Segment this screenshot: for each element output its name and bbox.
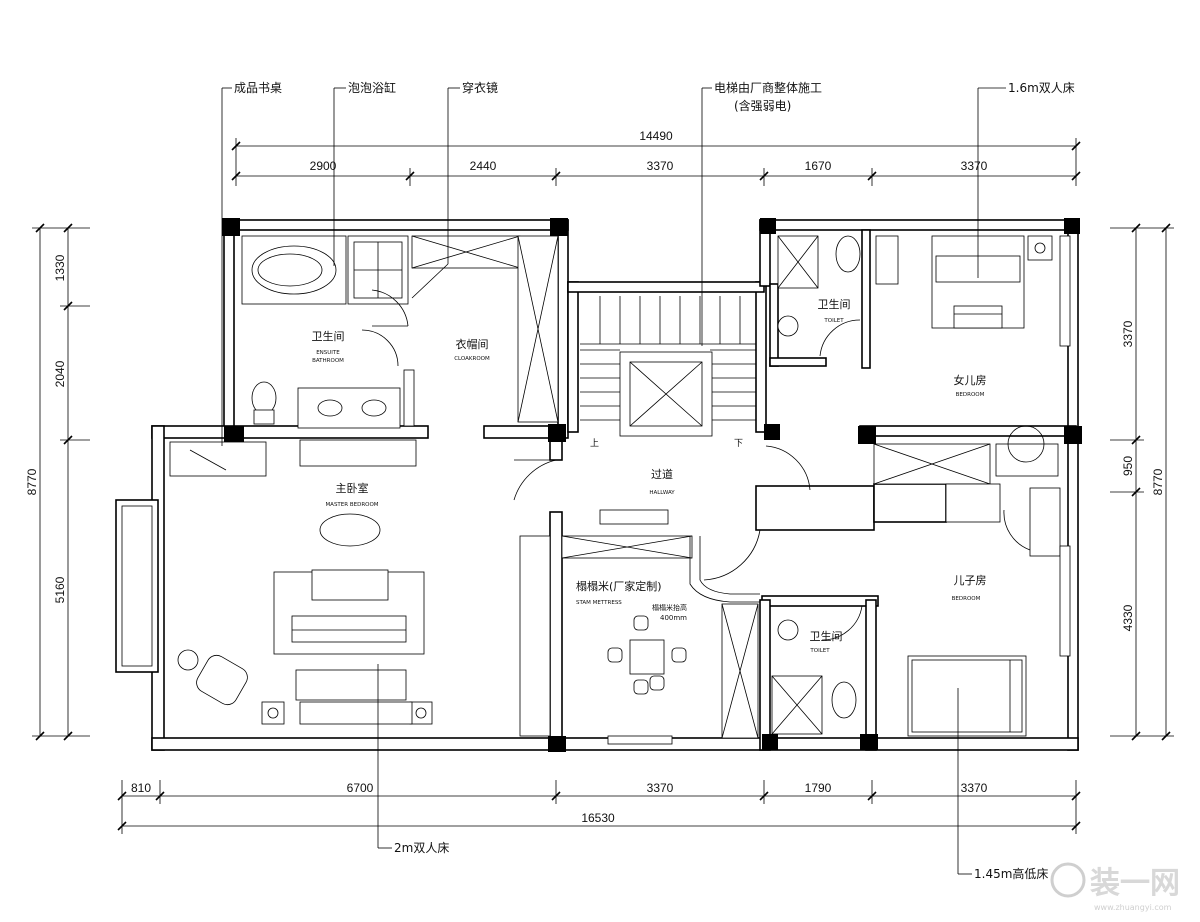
daughter-room-fixtures — [777, 235, 1071, 485]
dim-bottom-total: 16530 — [581, 811, 615, 825]
dim-left-seg-1: 1330 — [53, 254, 67, 281]
dim-left-seg-2: 2040 — [53, 360, 67, 387]
daughter-label-en: BEDROOM — [956, 392, 985, 398]
tatami-table-icon — [629, 639, 665, 675]
cloak-label-en: CLOAKROOM — [454, 356, 490, 362]
dim-top-seg-1: 2900 — [310, 159, 337, 173]
callout-bed-2m: 2m双人床 — [394, 841, 449, 855]
dim-bottom-seg-3: 3370 — [647, 781, 674, 795]
stair-elevator: 上 下 — [580, 296, 756, 449]
dim-top-seg-4: 1670 — [805, 159, 832, 173]
tatami-note-2: 400mm — [660, 614, 687, 622]
master-label-cn: 主卧室 — [336, 481, 369, 495]
toilet-icon-daughter — [835, 235, 861, 273]
toilet1-label-en: TOILET — [823, 318, 844, 324]
son-label-cn: 儿子房 — [954, 574, 987, 587]
rug-oval-icon — [319, 513, 381, 547]
lounge-chair-icon — [196, 654, 248, 706]
left-dimension-chain: 8770 1330 2040 5160 — [25, 223, 90, 741]
toilet2-label-cn: 卫生间 — [810, 629, 843, 643]
hall-tatami — [513, 445, 811, 745]
cloakroom-fixtures — [403, 235, 559, 427]
dim-right-seg-1: 3370 — [1121, 320, 1135, 347]
hall-label-cn: 过道 — [651, 467, 673, 481]
callout-desk: 成品书桌 — [234, 81, 282, 95]
bunk-bed-icon — [907, 655, 1027, 737]
dim-right-total: 8770 — [1151, 468, 1165, 495]
callout-mirror: 穿衣镜 — [462, 80, 498, 95]
right-dimension-chain: 3370 950 4330 8770 — [1110, 223, 1174, 741]
toilet2-label-en: TOILET — [809, 648, 830, 654]
walls — [115, 219, 1079, 751]
ensuite-fixtures — [241, 235, 409, 429]
stair-up-label: 上 — [590, 438, 599, 449]
dim-bottom-seg-1: 810 — [131, 781, 151, 795]
cloak-label-cn: 衣帽间 — [456, 337, 489, 351]
dim-top-seg-5: 3370 — [961, 159, 988, 173]
ensuite-label-en1: ENSUITE — [316, 350, 340, 356]
dim-right-seg-3: 4330 — [1121, 604, 1135, 631]
hall-label-en: HALLWAY — [649, 490, 675, 496]
dim-bottom-seg-5: 3370 — [961, 781, 988, 795]
stair-down-label: 下 — [734, 439, 743, 449]
dim-top-total: 14490 — [639, 129, 673, 143]
ensuite-label-cn: 卫生间 — [312, 329, 345, 343]
bathtub-icon — [241, 235, 347, 305]
callout-elevator-line1: 电梯由厂商整体施工 — [714, 80, 822, 95]
room-labels: 卫生间 ENSUITE BATHROOM 衣帽间 CLOAKROOM 卫生间 T… — [312, 297, 987, 654]
dim-bottom-seg-2: 6700 — [347, 781, 374, 795]
double-sink-icon — [297, 387, 401, 429]
son-room-fixtures — [771, 483, 1071, 737]
ensuite-label-en2: BATHROOM — [312, 358, 344, 364]
tatami-label-cn: 榻榻米(厂家定制) — [576, 579, 662, 593]
watermark-url: www.zhuangyi.com — [1094, 903, 1172, 912]
callout-elevator-line2: (含强弱电) — [734, 98, 791, 113]
toilet1-label-cn: 卫生间 — [818, 297, 851, 311]
tatami-note-1: 榻榻米抬高 — [652, 603, 687, 612]
bottom-dimension-chain: 810 6700 3370 1790 3370 16530 — [117, 780, 1081, 834]
master-label-en: MASTER BEDROOM — [325, 502, 378, 508]
callout-bed-145: 1.45m高低床 — [974, 866, 1048, 881]
structural-columns — [222, 218, 1082, 752]
dim-left-seg-3: 5160 — [53, 576, 67, 603]
dim-right-seg-2: 950 — [1121, 456, 1135, 476]
toilet-icon — [251, 381, 277, 415]
son-label-en: BEDROOM — [952, 596, 981, 602]
watermark: 装一网 www.zhuangyi.com — [1050, 862, 1180, 912]
sofa-icon — [311, 569, 389, 601]
toilet-icon-son — [831, 681, 857, 719]
top-dimension-chain: 14490 2900 2440 3370 1670 3370 — [231, 129, 1081, 186]
daughter-label-cn: 女儿房 — [954, 373, 987, 387]
callout-bed-16: 1.6m双人床 — [1008, 81, 1075, 95]
callouts: 成品书桌 泡泡浴缸 穿衣镜 电梯由厂商整体施工 (含强弱电) 1.6m双人床 2… — [221, 80, 1075, 881]
dim-top-seg-2: 2440 — [470, 159, 497, 173]
callout-bathtub: 泡泡浴缸 — [348, 80, 396, 95]
dim-top-seg-3: 3370 — [647, 159, 674, 173]
master-bedroom-fixtures — [169, 439, 551, 737]
watermark-text: 装一网 — [1090, 866, 1180, 901]
dim-left-total: 8770 — [25, 468, 39, 495]
dim-bottom-seg-4: 1790 — [805, 781, 832, 795]
tatami-label-en: STAM METTRESS — [576, 600, 622, 606]
